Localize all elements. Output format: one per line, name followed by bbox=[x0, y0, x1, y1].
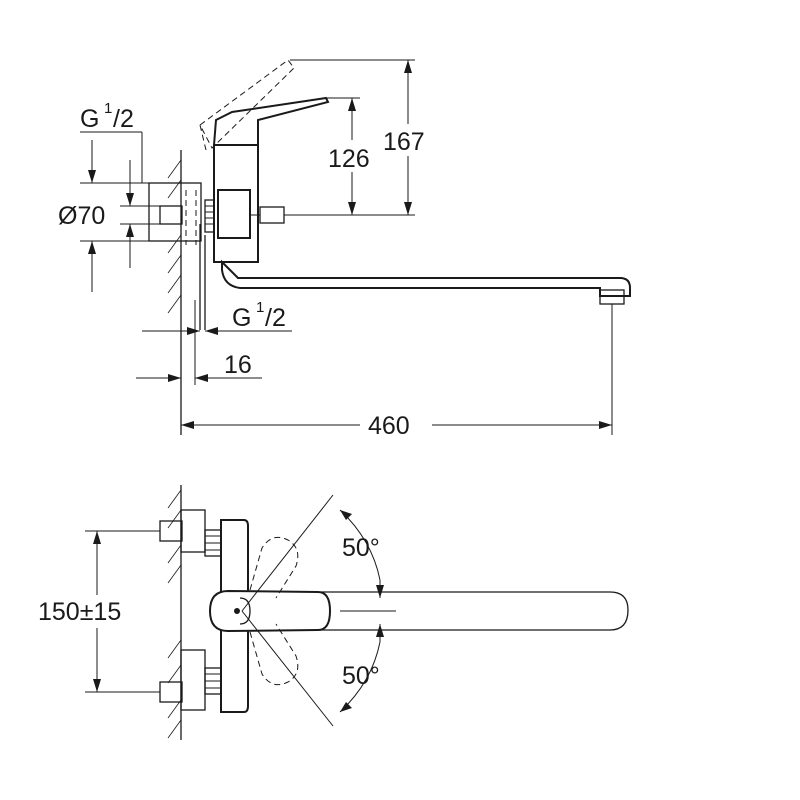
depth-16: 16 bbox=[224, 351, 252, 379]
faucet-body-side bbox=[199, 59, 330, 263]
logo-dot bbox=[234, 608, 240, 614]
spout-side bbox=[221, 259, 631, 435]
connector-bottom bbox=[159, 649, 222, 711]
g-top-sup: 1 bbox=[104, 100, 112, 117]
angle-top: 50° bbox=[342, 534, 380, 562]
spacing-150: 150±15 bbox=[38, 598, 121, 626]
wall-connector bbox=[148, 182, 219, 330]
handle-top bbox=[208, 589, 332, 633]
angle-bottom: 50° bbox=[342, 662, 380, 690]
dim-heights: 126 167 bbox=[284, 59, 434, 216]
handle-rotated-down bbox=[249, 623, 299, 686]
length-460: 460 bbox=[368, 412, 410, 440]
g-top-sub: /2 bbox=[113, 105, 134, 133]
diameter-label: Ø70 bbox=[58, 202, 105, 230]
height-167: 167 bbox=[383, 128, 425, 156]
dim-spacing: 150±15 bbox=[38, 530, 160, 693]
g-bottom-sup: 1 bbox=[256, 299, 264, 316]
side-view: G 1 /2 Ø70 bbox=[58, 59, 631, 440]
g-top-label: G bbox=[80, 105, 99, 133]
angle-ray-down bbox=[241, 610, 334, 727]
angle-ray-up bbox=[241, 494, 334, 612]
g-bottom-sub: /2 bbox=[265, 304, 286, 332]
connector-top bbox=[159, 509, 222, 557]
top-view: 50° 50° 150±15 bbox=[38, 485, 629, 740]
height-126: 126 bbox=[328, 145, 370, 173]
dim-16: 16 bbox=[136, 300, 262, 385]
g-bottom-label: G bbox=[232, 304, 251, 332]
dim-g-top: G 1 /2 bbox=[80, 100, 160, 292]
dim-g-bottom: G 1 /2 bbox=[142, 299, 292, 335]
dim-460: 460 bbox=[181, 412, 612, 440]
handle-rotated-up bbox=[249, 536, 299, 599]
spout-top bbox=[232, 591, 629, 631]
wall-side bbox=[167, 150, 182, 435]
